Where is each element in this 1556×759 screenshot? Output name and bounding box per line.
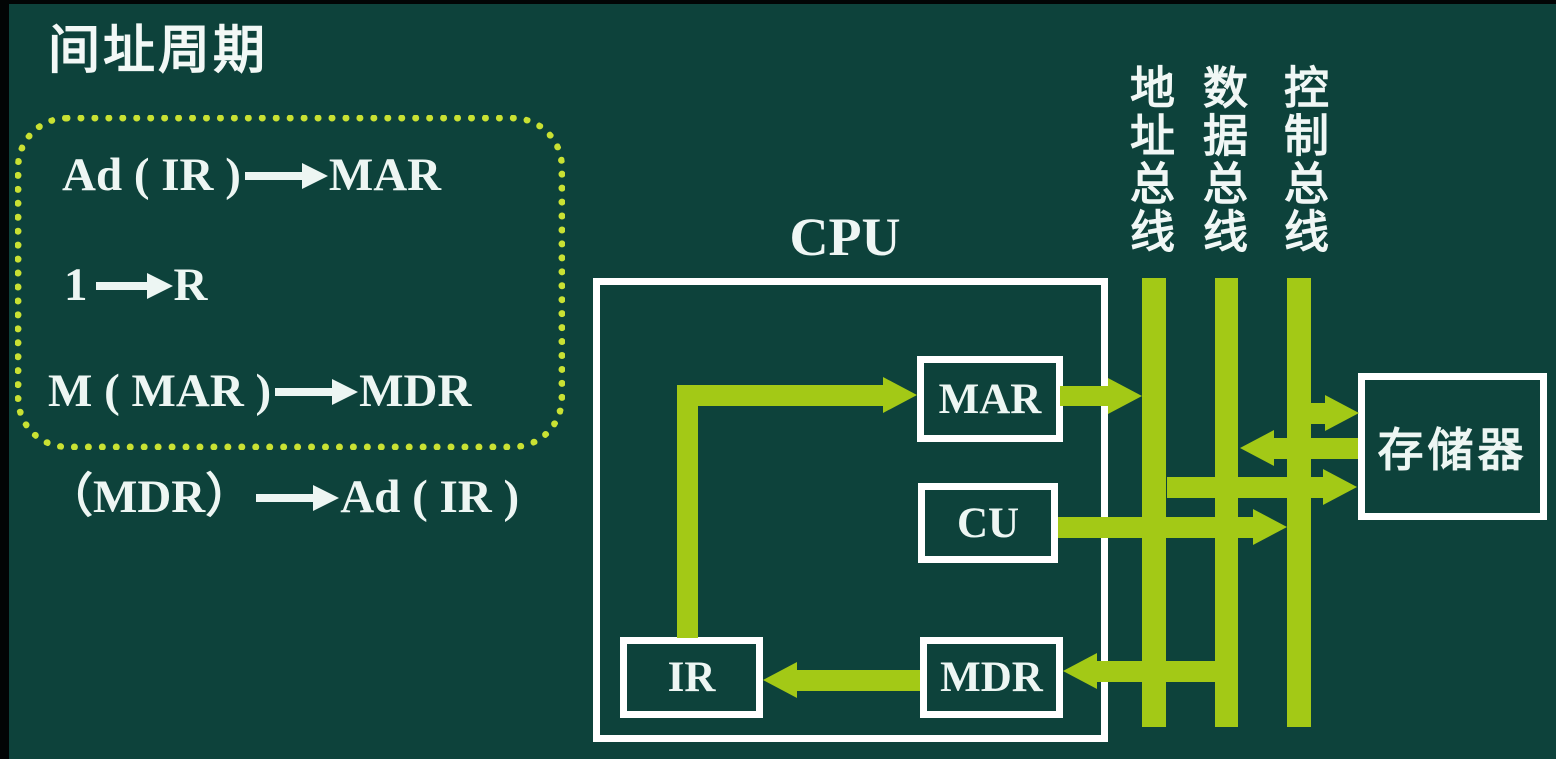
cpu-box [593, 278, 1108, 742]
address-bus-to-memory-arrowhead-icon [1323, 469, 1357, 505]
formula-right: R [173, 259, 208, 311]
mdr-to-ir-line [795, 670, 920, 691]
formula-left: Ad ( IR ) [62, 149, 241, 201]
mar-register-box: MAR [917, 356, 1063, 442]
control-bus-bar [1287, 278, 1311, 727]
formula-1-to-r: 1 R [64, 262, 207, 309]
data-bus-bar [1215, 278, 1238, 727]
cu-box: CU [918, 483, 1058, 563]
page-title: 间址周期 [48, 22, 269, 80]
control-bus-to-memory-arrowhead-icon [1325, 395, 1359, 431]
mar-label: MAR [938, 375, 1042, 423]
formula-mdr-to-ad-ir: （MDR） Ad ( IR ) [46, 474, 519, 521]
memory-to-data-bus-arrowhead-icon [1240, 430, 1274, 466]
cpu-label: CPU [789, 207, 901, 267]
formula-m-mar-to-mdr: M ( MAR ) MDR [48, 368, 471, 415]
address-bus-bar [1142, 278, 1166, 727]
formula-right: MAR [328, 149, 442, 201]
cu-label: CU [956, 499, 1020, 547]
ir-to-mar-elbow-vertical [677, 385, 698, 638]
cu-to-control-bus-line [1058, 517, 1255, 538]
formula-left: （MDR） [46, 471, 253, 523]
data-bus-to-mdr-arrowhead-icon [1063, 653, 1097, 689]
left-black-edge [0, 0, 9, 759]
ir-register-box: IR [620, 637, 763, 718]
mdr-to-ir-arrowhead-icon [763, 662, 797, 698]
formula-right: MDR [359, 365, 472, 417]
right-arrow-icon [95, 281, 148, 290]
control-bus-label: 控制总线 [1277, 64, 1328, 256]
formula-left: 1 [64, 259, 88, 311]
mar-to-address-bus-line [1060, 386, 1108, 406]
mdr-label: MDR [940, 654, 1043, 701]
mdr-register-box: MDR [920, 637, 1063, 718]
control-bus-to-memory-line [1311, 403, 1327, 424]
memory-box: 存储器 [1358, 373, 1547, 520]
ir-label: IR [667, 654, 716, 701]
right-arrow-icon [256, 493, 315, 502]
cu-to-control-bus-arrowhead-icon [1253, 509, 1287, 545]
ir-to-mar-arrowhead-icon [883, 377, 917, 413]
right-arrow-icon [244, 171, 303, 180]
data-bus-to-mdr-line [1095, 661, 1215, 682]
mar-to-address-bus-arrowhead-icon [1108, 378, 1142, 414]
address-bus-label: 地址总线 [1123, 64, 1174, 256]
formula-right: Ad ( IR ) [340, 471, 520, 523]
memory-label: 存储器 [1377, 424, 1528, 476]
ir-to-mar-elbow-horizontal [677, 385, 885, 406]
top-black-edge [0, 0, 1556, 4]
data-bus-label: 数据总线 [1196, 64, 1247, 256]
formula-left: M ( MAR ) [48, 365, 272, 417]
memory-to-data-bus-line [1272, 438, 1358, 459]
formula-ad-ir-to-mar: Ad ( IR ) MAR [62, 152, 441, 199]
address-bus-to-memory-line [1167, 477, 1325, 498]
indirect-cycle-dotted-box [15, 115, 565, 450]
right-arrow-icon [275, 387, 334, 396]
